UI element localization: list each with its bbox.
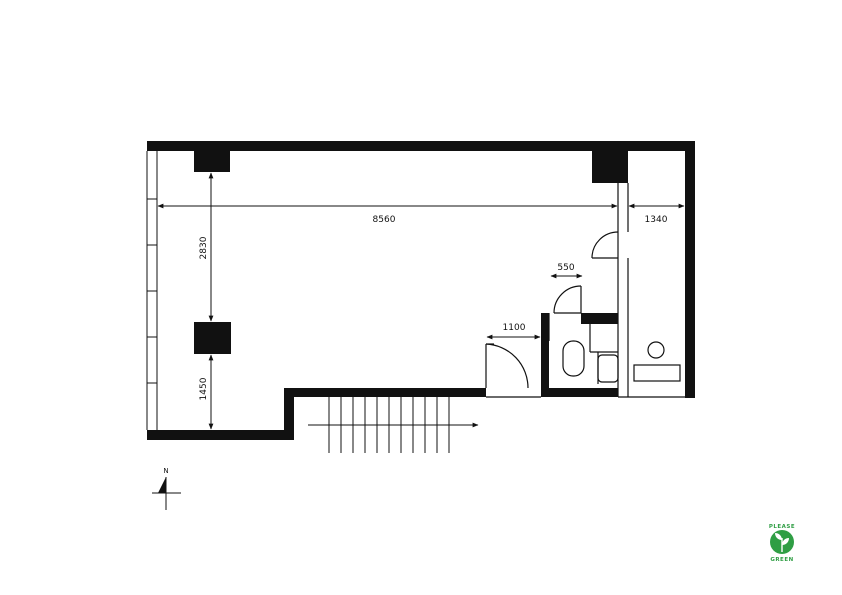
wall-right bbox=[685, 141, 695, 398]
wall-bottom-left bbox=[147, 430, 294, 440]
door-entrance bbox=[485, 343, 529, 389]
logo-word-top: PLEASE bbox=[769, 524, 795, 530]
columns bbox=[194, 151, 628, 354]
wall-bathroom-top bbox=[581, 313, 618, 324]
dim-label-width-right: 1340 bbox=[645, 215, 668, 225]
door-bathroom bbox=[553, 285, 582, 314]
north-arrow-icon: N bbox=[152, 467, 181, 510]
column-top-right bbox=[592, 151, 628, 183]
window-strip bbox=[146, 151, 158, 430]
wall-top bbox=[147, 141, 695, 151]
wall-step-vertical bbox=[284, 388, 294, 440]
north-label: N bbox=[163, 467, 168, 475]
column-top-left bbox=[194, 151, 230, 172]
door-right-room bbox=[591, 231, 619, 259]
column-middle-left bbox=[194, 322, 231, 354]
wall-bottom-middle bbox=[284, 388, 486, 397]
dim-label-door-small: 550 bbox=[557, 263, 574, 273]
stairs bbox=[308, 397, 479, 453]
wall-bottom-right bbox=[541, 388, 618, 397]
dimension-lines bbox=[157, 172, 685, 430]
wash-basin bbox=[597, 354, 619, 383]
fixtures bbox=[562, 340, 681, 383]
doors bbox=[485, 231, 619, 389]
outer-walls bbox=[147, 141, 695, 440]
sink-bowl bbox=[647, 341, 665, 359]
please-green-logo: PLEASE GREEN bbox=[769, 524, 795, 563]
dim-label-length-main: 8560 bbox=[373, 215, 396, 225]
wall-bathroom-left bbox=[541, 313, 549, 397]
dim-label-height-lower: 1450 bbox=[199, 377, 209, 400]
toilet bbox=[562, 340, 585, 377]
dim-label-height-upper: 2830 bbox=[199, 236, 209, 259]
dim-label-door-main: 1100 bbox=[503, 323, 526, 333]
counter bbox=[633, 364, 681, 382]
leaf-icon bbox=[775, 533, 789, 552]
logo-word-bottom: GREEN bbox=[770, 557, 793, 563]
